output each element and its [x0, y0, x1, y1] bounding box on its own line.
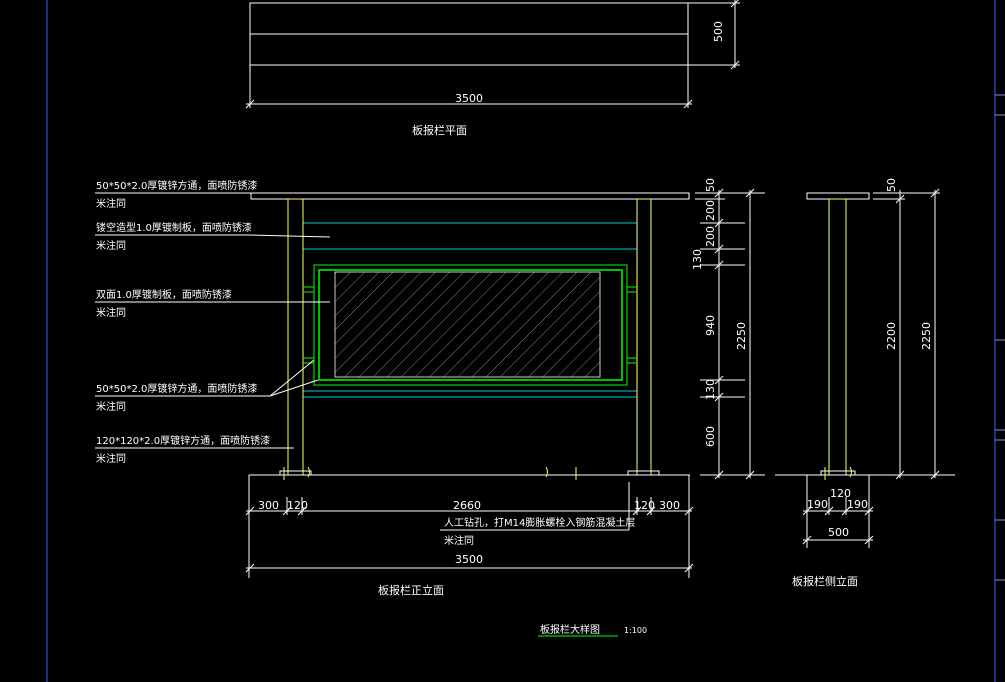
callout-4-line1: 50*50*2.0厚镀锌方通，面喷防锈漆: [96, 382, 257, 395]
dim-left-post: 120: [287, 499, 308, 512]
plan-width-dim: 3500: [455, 92, 483, 105]
side-dim-right: 190: [847, 498, 868, 511]
dim-cap-height: 50: [704, 178, 717, 192]
dim-frame-top: 130: [691, 249, 704, 270]
front-elevation: 50*50*2.0厚镀锌方通，面喷防锈漆 米注同 镂空造型1.0厚镀制板，面喷防…: [95, 178, 765, 597]
side-dim-total: 500: [828, 526, 849, 539]
dim-upper-rail-2: 200: [704, 226, 717, 247]
dim-right-margin: 300: [659, 499, 680, 512]
plan-view: 500 3500 板报栏平面: [245, 0, 740, 137]
callout-2-line2: 米注同: [96, 239, 126, 252]
side-dim-left: 190: [807, 498, 828, 511]
side-height-b: 2250: [920, 322, 933, 350]
drawing-caption: 板报栏大样图 1:100: [538, 623, 647, 637]
dim-board-height: 940: [704, 315, 717, 336]
side-elevation: 50 2200 2250 190 120 190 500 板报栏侧立面: [775, 178, 955, 588]
side-title: 板报栏侧立面: [792, 574, 858, 588]
callout-1-line2: 米注同: [96, 197, 126, 210]
callout-4-line2: 米注同: [96, 400, 126, 413]
dim-span: 2660: [453, 499, 481, 512]
side-cap-dim: 50: [885, 178, 898, 192]
front-title: 板报栏正立面: [378, 583, 444, 597]
dim-upper-rail-1: 200: [704, 200, 717, 221]
callout-5-line2: 米注同: [96, 452, 126, 465]
callout-1-line1: 50*50*2.0厚镀锌方通，面喷防锈漆: [96, 179, 257, 192]
callout-3-line2: 米注同: [96, 306, 126, 319]
side-height-a: 2200: [885, 322, 898, 350]
caption-title: 板报栏大样图: [540, 623, 600, 636]
dim-left-margin: 300: [258, 499, 279, 512]
dim-frame-bottom: 130: [704, 379, 717, 400]
plan-title: 板报栏平面: [412, 123, 467, 137]
side-dim-post: 120: [830, 487, 851, 500]
callout-2-line1: 镂空造型1.0厚镀制板，面喷防锈漆: [96, 221, 252, 234]
plan-depth-dim: 500: [712, 21, 725, 42]
callout-5-line1: 120*120*2.0厚镀锌方通，面喷防锈漆: [96, 434, 270, 447]
anchor-note-line2: 米注同: [444, 534, 474, 547]
dim-overall-height: 2250: [735, 322, 748, 350]
anchor-note-line1: 人工钻孔，打M14膨胀螺栓入钢筋混凝土层: [444, 516, 635, 529]
dim-base-height: 600: [704, 426, 717, 447]
caption-scale: 1:100: [624, 626, 647, 635]
dim-total-width: 3500: [455, 553, 483, 566]
callout-3-line1: 双面1.0厚镀制板，面喷防锈漆: [96, 288, 232, 301]
dim-right-post: 120: [634, 499, 655, 512]
